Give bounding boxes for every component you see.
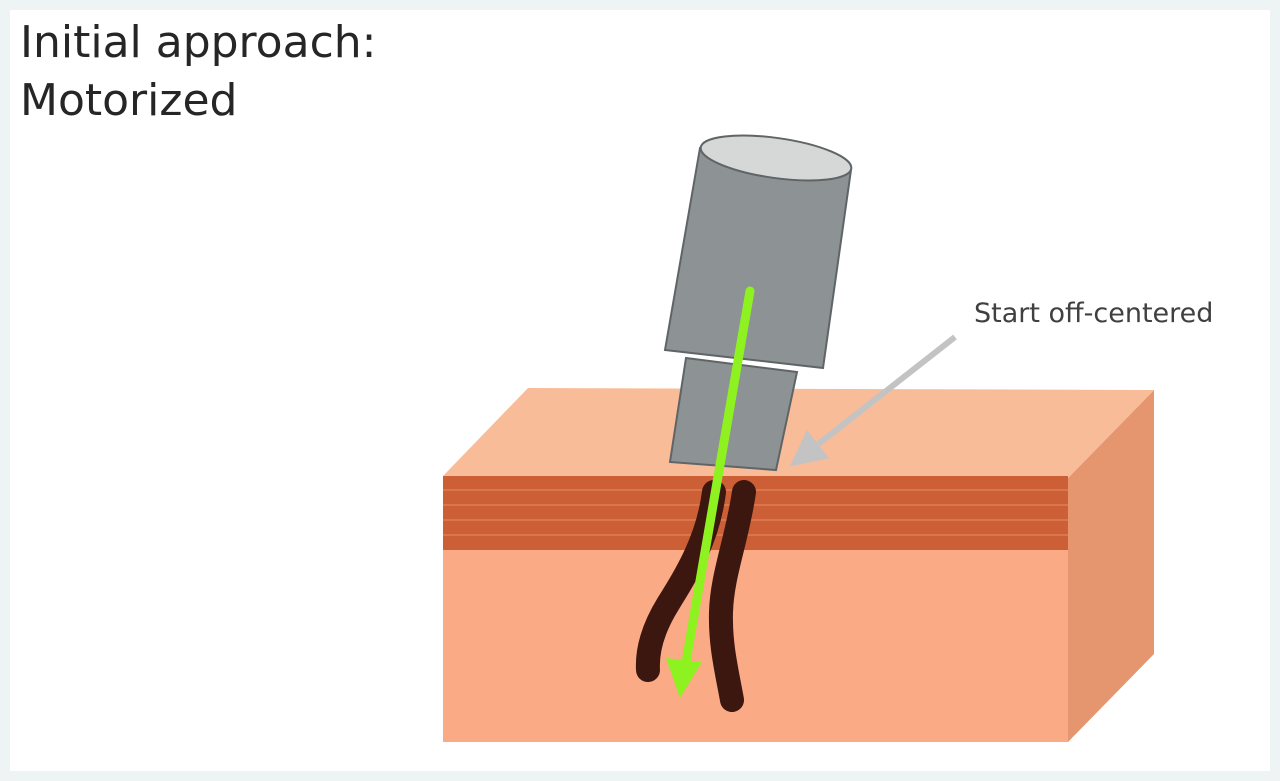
- hair-right: [708, 480, 756, 712]
- dermis-band: [443, 476, 1068, 550]
- skin-side-face: [1068, 390, 1154, 742]
- punch-tool: [663, 134, 853, 472]
- punch-barrel: [663, 146, 853, 370]
- punch-tip: [668, 356, 799, 472]
- callout-label: Start off-centered: [974, 298, 1213, 329]
- title-line-1: Initial approach:: [20, 17, 377, 68]
- dermis-stripes: [443, 489, 1068, 536]
- skin-top-face: [443, 388, 1154, 478]
- callout-arrow: [789, 334, 957, 467]
- trajectory-arrow: [666, 286, 755, 698]
- title-line-2: Motorized: [20, 75, 238, 126]
- skin-block: [443, 388, 1154, 742]
- figure-title: Initial approach: Motorized: [20, 14, 376, 130]
- punch-top-face: [699, 134, 853, 182]
